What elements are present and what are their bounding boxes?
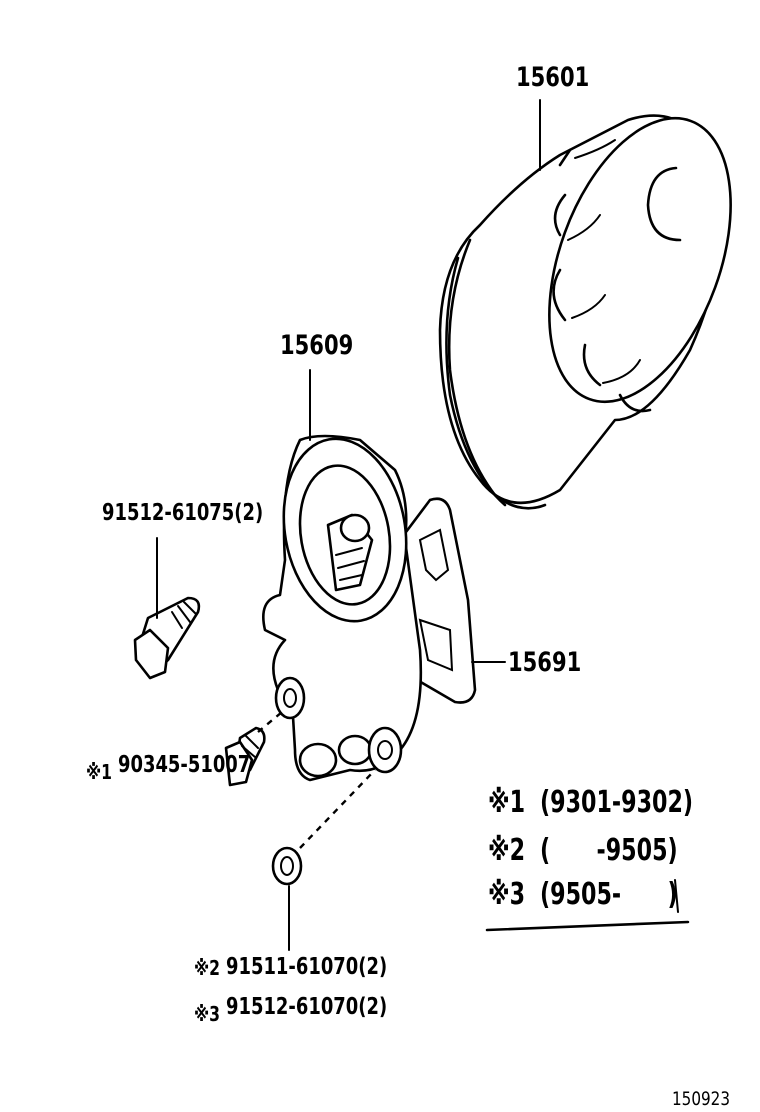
marker-plug-2: ※2 <box>194 956 221 980</box>
legend-bracket <box>674 879 679 913</box>
callout-union-bolt: 90345-51007 <box>118 752 251 778</box>
dash-union-bolt <box>257 711 283 733</box>
legend-marker-2: ※2 <box>488 833 526 868</box>
union-bolt <box>224 726 266 787</box>
callout-plug-2: 91511-61070(2) <box>226 954 388 980</box>
figure-number: 150923 <box>672 1088 731 1110</box>
legend-marker-1: ※1 <box>488 785 526 820</box>
legend-underline <box>485 920 690 932</box>
callout-plug-3: 91512-61070(2) <box>226 994 388 1020</box>
marker-union-bolt: ※1 <box>86 760 113 784</box>
callout-bolt: 91512-61075(2) <box>102 500 264 526</box>
marker-plug-3: ※3 <box>194 1002 221 1026</box>
callout-oil-filter: 15601 <box>516 62 590 93</box>
legend-range-2: ( -9505) <box>540 833 678 868</box>
oil-filter <box>438 114 732 510</box>
filter-bracket <box>262 434 423 782</box>
legend-range-3: (9505- ) <box>540 877 678 912</box>
legend-marker-3: ※3 <box>488 877 526 912</box>
plug <box>271 846 303 886</box>
bolt <box>133 596 201 680</box>
dash-plug <box>299 769 376 849</box>
callout-filter-bracket: 15609 <box>280 330 354 361</box>
legend-range-1: (9301-9302) <box>540 785 694 820</box>
callout-gasket: 15691 <box>508 647 582 678</box>
